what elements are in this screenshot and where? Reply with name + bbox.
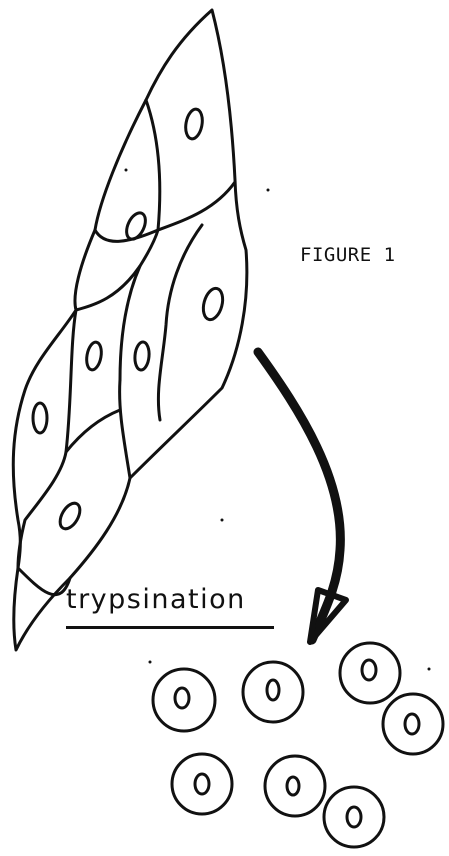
nucleus	[200, 286, 226, 322]
cell-membrane	[243, 662, 303, 722]
process-label-underline	[66, 626, 274, 629]
cell-boundary	[158, 225, 202, 420]
nucleus	[85, 341, 104, 371]
cell-boundary	[66, 410, 120, 452]
rounded-cell	[324, 787, 384, 847]
nucleus	[33, 403, 47, 433]
cell-membrane	[172, 754, 232, 814]
process-label: trypsination	[66, 584, 246, 615]
rounded-cell	[383, 694, 443, 754]
figure-label: FIGURE 1	[300, 244, 396, 266]
suspended-cells	[153, 643, 443, 847]
nucleus	[195, 774, 209, 794]
trypsination-arrow	[258, 352, 346, 642]
rounded-cell	[172, 754, 232, 814]
rounded-cell	[243, 662, 303, 722]
cell-boundary	[18, 568, 70, 595]
cell-membrane	[340, 643, 400, 703]
cell-boundary	[146, 100, 160, 230]
nucleus	[362, 660, 376, 680]
nucleus	[287, 777, 299, 795]
speck	[125, 169, 128, 172]
nucleus	[347, 807, 361, 827]
cell-sheet-outline	[13, 10, 247, 650]
nucleus	[405, 714, 419, 734]
cell-boundary	[120, 380, 130, 478]
speck	[267, 189, 270, 192]
nucleus	[123, 210, 149, 242]
rounded-cell	[153, 669, 215, 731]
cell-membrane	[265, 756, 325, 816]
cell-membrane	[324, 787, 384, 847]
nucleus	[134, 341, 150, 370]
nucleus	[175, 688, 189, 708]
cell-boundary	[66, 310, 76, 452]
speck	[149, 661, 152, 664]
nucleus	[267, 680, 279, 700]
rounded-cell	[340, 643, 400, 703]
cell-boundary	[95, 182, 235, 241]
speck	[221, 519, 224, 522]
arrow-shaft	[258, 352, 340, 640]
cell-boundary	[120, 266, 140, 380]
rounded-cell	[265, 756, 325, 816]
adherent-cell-sheet	[13, 10, 247, 650]
nucleus	[56, 500, 84, 532]
cell-membrane	[383, 694, 443, 754]
cell-membrane	[153, 669, 215, 731]
speck	[428, 668, 431, 671]
cell-boundary	[18, 452, 66, 568]
nucleus	[184, 108, 205, 140]
